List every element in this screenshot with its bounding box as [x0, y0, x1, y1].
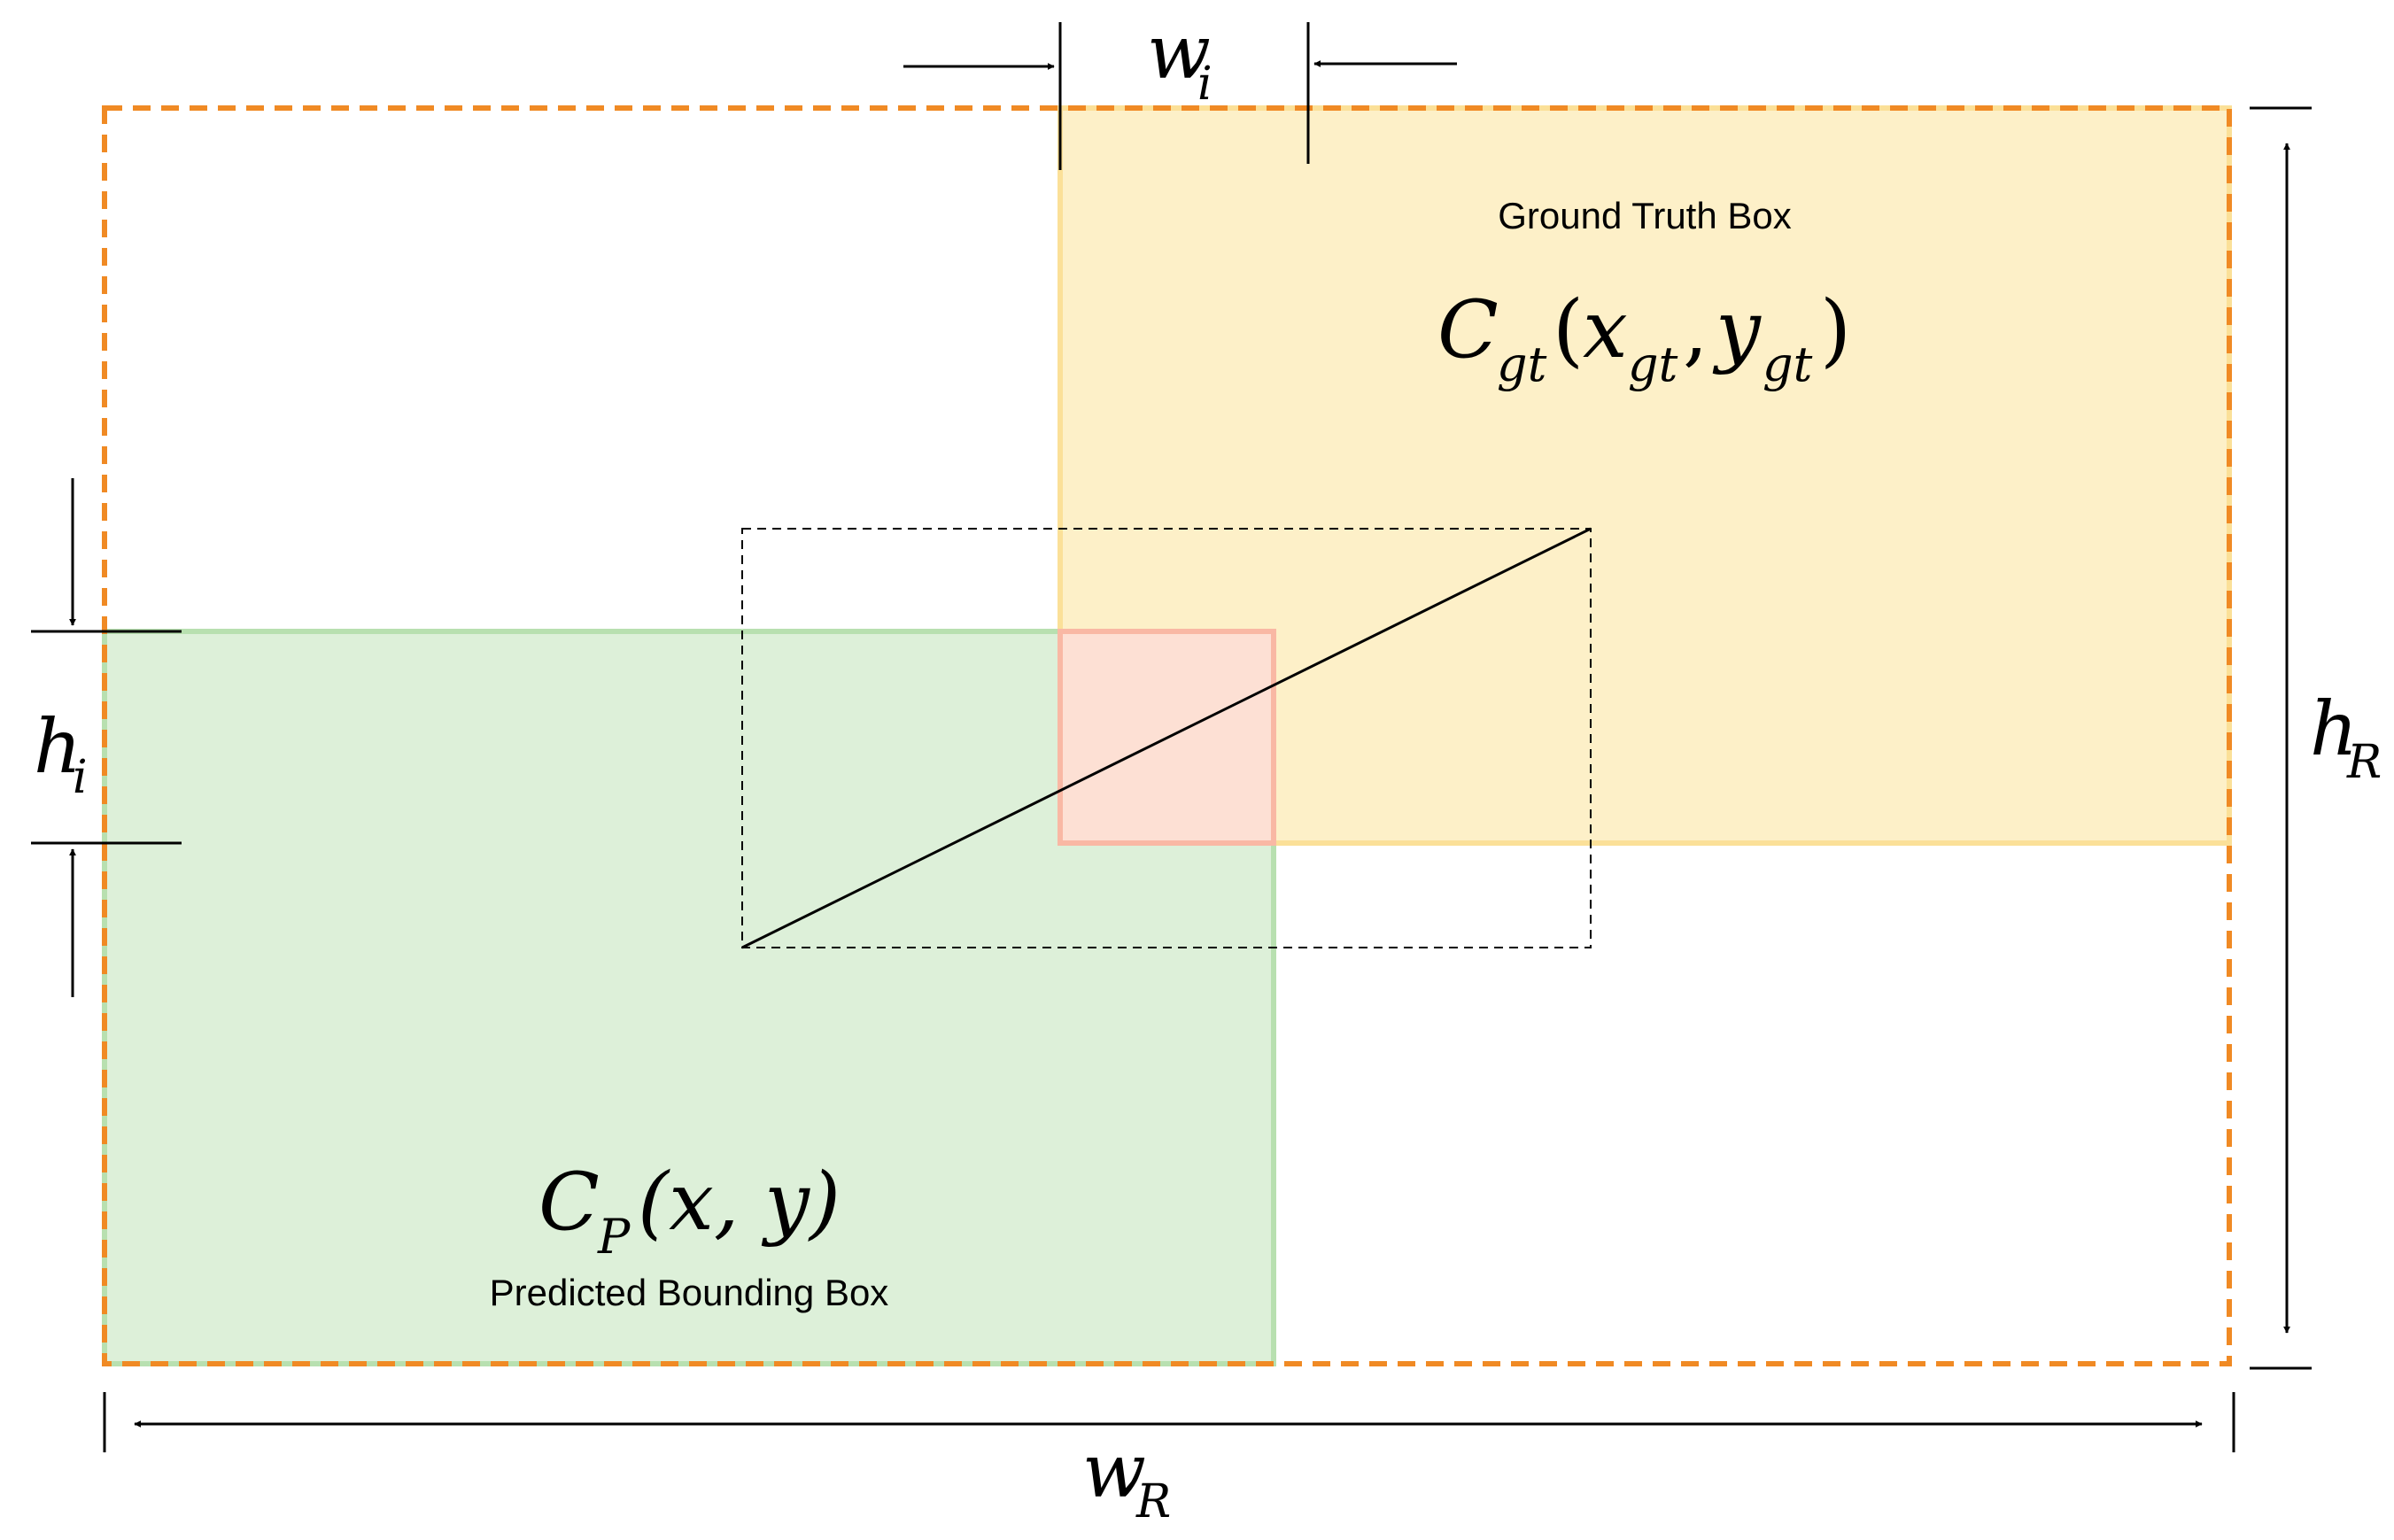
cgt-close-paren: ) — [1820, 283, 1851, 376]
cgt-x: x — [1583, 283, 1628, 376]
hR-dimension — [2250, 106, 2312, 1370]
cgt-formula: C gt ( x gt , y gt ) — [1437, 283, 1851, 392]
hi-dimension — [31, 478, 182, 997]
cgt-x-sub: gt — [1628, 337, 1678, 392]
svg-text:w: w — [1082, 1428, 1146, 1514]
wR-label: w R — [1082, 1428, 1171, 1528]
svg-text:i: i — [73, 751, 88, 804]
predicted-label: Predicted Bounding Box — [490, 1272, 889, 1313]
svg-text:i: i — [1197, 58, 1212, 111]
cgt-C-sub: gt — [1497, 337, 1547, 392]
hR-label: h R — [2310, 685, 2382, 789]
center-distance-line — [741, 527, 1592, 949]
cgt-open-paren: ( — [1553, 283, 1584, 376]
hi-label: h i — [34, 703, 88, 804]
cgt-C: C — [1437, 283, 1499, 376]
ground-truth-label: Ground Truth Box — [1498, 195, 1792, 236]
cgt-comma: , — [1683, 283, 1708, 376]
svg-text:h: h — [34, 703, 81, 790]
cp-C-sub: P — [597, 1209, 631, 1265]
wR-dimension — [103, 1392, 2235, 1452]
svg-text:R: R — [2346, 736, 2382, 789]
cp-args: (x, y) — [638, 1156, 841, 1249]
cp-C: C — [538, 1156, 600, 1249]
enclosing-box — [102, 105, 2232, 1366]
cgt-y-sub: gt — [1763, 337, 1813, 392]
center-distance-box — [741, 528, 1592, 948]
cp-formula: C P (x, y) — [538, 1156, 841, 1265]
wi-label: w i — [1147, 9, 1212, 111]
svg-text:w: w — [1147, 9, 1211, 96]
cgt-y: y — [1712, 283, 1762, 376]
wi-dimension — [903, 22, 1457, 170]
svg-text:h: h — [2310, 685, 2358, 772]
svg-text:R: R — [1135, 1475, 1171, 1528]
